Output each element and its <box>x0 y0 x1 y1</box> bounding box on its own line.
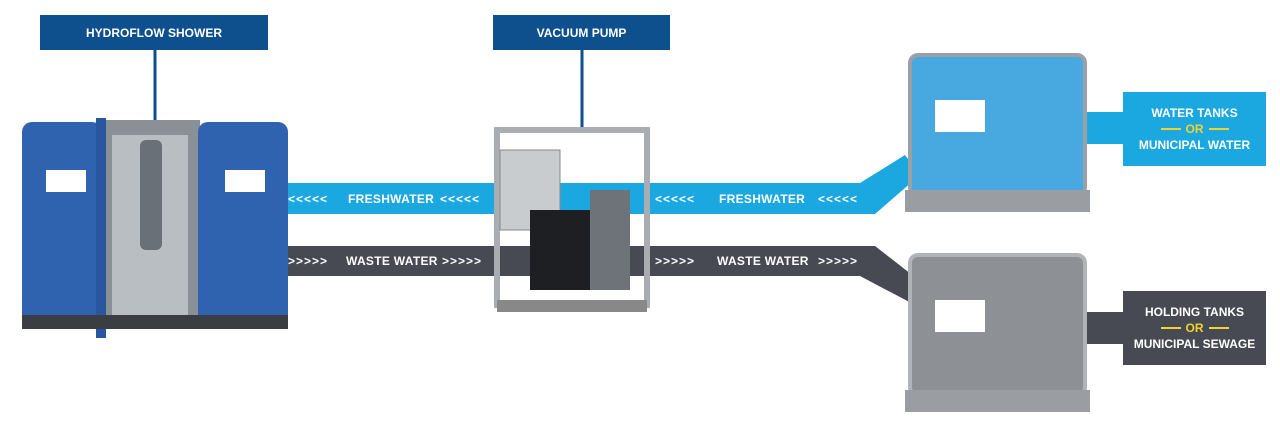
water-dest-line1: WATER TANKS <box>1151 106 1238 120</box>
vacuum-pump-label: VACUUM PUMP <box>493 15 670 50</box>
water-dest-line2: MUNICIPAL WATER <box>1138 138 1251 152</box>
waste-arrows-3: >>>>> <box>655 254 696 268</box>
waste-arrows-1: >>>>> <box>288 254 329 268</box>
fresh-arrows-4: <<<<< <box>818 192 859 206</box>
hydroflow-shower-label: HYDROFLOW SHOWER <box>40 15 268 50</box>
wastewater-label-right: WASTE WATER <box>717 254 809 268</box>
waste-dest-or: OR <box>1185 321 1204 335</box>
waste-dest-line1: HOLDING TANKS <box>1144 305 1245 319</box>
water-destination-label: WATER TANKS OR MUNICIPAL WATER <box>1123 92 1266 166</box>
fresh-arrows-2: <<<<< <box>440 192 481 206</box>
freshwater-label-right: FRESHWATER <box>719 192 806 206</box>
freshwater-label-left: FRESHWATER <box>348 192 435 206</box>
water-tank-image <box>905 53 1090 212</box>
fresh-arrows-1: <<<<< <box>288 192 329 206</box>
waste-arrows-2: >>>>> <box>442 254 483 268</box>
shower-unit-image <box>22 118 288 338</box>
waste-destination-label: HOLDING TANKS OR MUNICIPAL SEWAGE <box>1123 291 1266 365</box>
waste-dest-line2: MUNICIPAL SEWAGE <box>1133 337 1256 351</box>
waste-arrows-4: >>>>> <box>818 254 859 268</box>
wastewater-label-left: WASTE WATER <box>346 254 438 268</box>
water-dest-or: OR <box>1185 122 1204 136</box>
fresh-arrows-3: <<<<< <box>655 192 696 206</box>
holding-tank-image <box>905 253 1090 412</box>
freshwater-band <box>285 155 920 214</box>
vacuum-pump-image <box>494 127 650 312</box>
